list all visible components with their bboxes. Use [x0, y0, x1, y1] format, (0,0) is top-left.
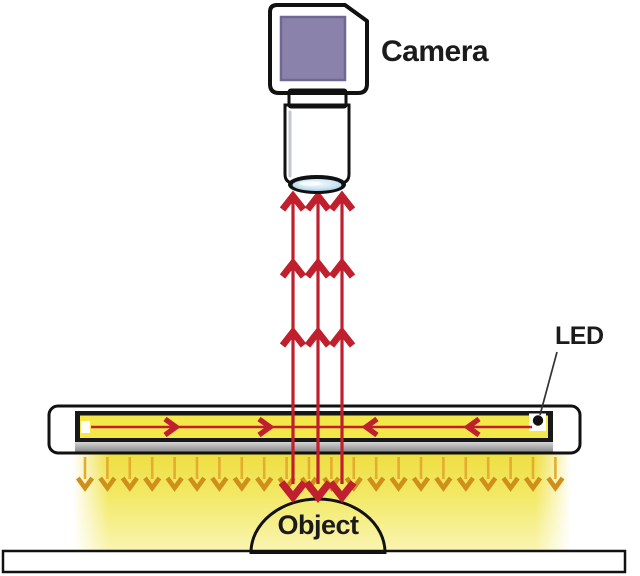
camera-mount-ring	[287, 88, 348, 109]
led-panel	[47, 404, 582, 455]
diffuser-plate	[75, 442, 553, 452]
camera-illustration	[268, 3, 369, 194]
reflected-light-rays	[282, 193, 354, 497]
camera-face-panel	[279, 15, 347, 82]
led-pointer-line	[539, 351, 558, 416]
lens-highlight	[299, 181, 321, 186]
internal-light-path	[91, 419, 532, 435]
camera-lens-barrel	[283, 103, 351, 185]
panel-housing	[47, 404, 582, 455]
object-dome	[249, 497, 387, 554]
led-dot	[532, 415, 544, 426]
left-emitter	[81, 421, 90, 433]
led-label: LED	[555, 322, 604, 350]
base-surface	[1, 549, 627, 574]
camera-label: Camera	[381, 35, 489, 68]
camera-body	[268, 3, 369, 95]
object-label: Object	[277, 510, 359, 540]
